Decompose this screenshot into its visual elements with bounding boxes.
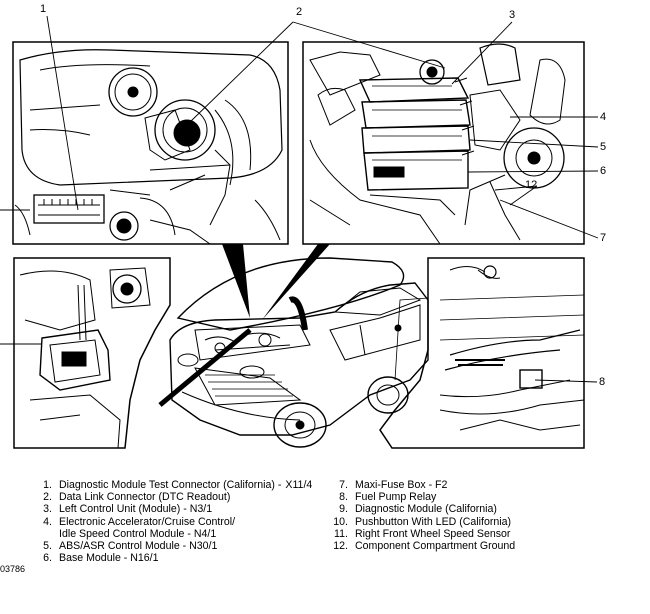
legend-number: 9.: [339, 503, 348, 516]
legend-label: Electronic Accelerator/Cruise Control/: [59, 515, 236, 528]
legend-item: 12. Component Compartment Ground: [326, 540, 515, 552]
detail-panel-fuel-pump-relay: [379, 257, 585, 449]
legend-label: Fuel Pump Relay: [355, 491, 437, 504]
legend-item: 11. Right Front Wheel Speed Sensor: [326, 528, 515, 540]
detail-panel-control-units: [302, 41, 585, 245]
pointer-wedges: [222, 244, 330, 320]
legend-item: 7. Maxi-Fuse Box - F2: [326, 479, 515, 491]
legend-number: [30, 528, 52, 540]
legend-label: Component Compartment Ground: [355, 540, 516, 553]
callout-2: 2: [296, 6, 303, 18]
callout-leaders: [0, 15, 599, 383]
callout-12: 12: [525, 179, 538, 191]
legend-item: 5. ABS/ASR Control Module - N30/1: [30, 540, 312, 552]
legend-label: Right Front Wheel Speed Sensor: [355, 527, 511, 540]
legend-label: Idle Speed Control Module - N4/1: [59, 527, 217, 540]
legend-item: 2. Data Link Connector (DTC Readout): [30, 491, 312, 503]
legend-label: Data Link Connector (DTC Readout): [59, 491, 231, 504]
legend-number: 11.: [334, 527, 348, 540]
legend-number: 3.: [43, 503, 52, 516]
legend-item: 8. Fuel Pump Relay: [326, 491, 515, 503]
legend-item: 6. Base Module - N16/1: [30, 552, 312, 564]
legend-item: 10. Pushbutton With LED (California): [326, 516, 515, 528]
legend-label: Diagnostic Module (California): [355, 503, 497, 516]
callout-6: 6: [600, 165, 607, 177]
legend-item: 4. Electronic Accelerator/Cruise Control…: [30, 516, 312, 528]
legend-number: 12.: [333, 540, 348, 553]
legend-item: 1. Diagnostic Module Test Connector (Cal…: [30, 479, 312, 491]
legend-label: Left Control Unit (Module) - N3/1: [59, 503, 213, 516]
callout-7: 7: [600, 232, 607, 244]
legend-item: Idle Speed Control Module - N4/1: [30, 528, 312, 540]
legend-number: 2.: [43, 491, 52, 504]
callout-3: 3: [509, 9, 516, 21]
legend-label: Diagnostic Module Test Connector (Califo…: [59, 479, 282, 491]
legend-left-column: 1. Diagnostic Module Test Connector (Cal…: [30, 479, 312, 564]
detail-panel-connectors: [12, 41, 289, 245]
legend-number: 4.: [43, 515, 52, 528]
legend-number: 10.: [333, 515, 348, 528]
legend-number: 5.: [43, 540, 52, 553]
figure-reference-number: 03786: [0, 564, 26, 574]
legend-label: Maxi-Fuse Box - F2: [355, 479, 448, 491]
legend-number: 8.: [339, 491, 348, 504]
legend-code: X11/4: [285, 479, 313, 491]
detail-panel-base-module: [13, 257, 171, 449]
legend-number: 6.: [43, 552, 52, 565]
vehicle-sketch: [158, 257, 429, 448]
legend-label: Base Module - N16/1: [59, 552, 159, 565]
legend-item: 9. Diagnostic Module (California): [326, 503, 515, 515]
callout-4: 4: [600, 111, 607, 123]
legend-number: 1.: [43, 479, 52, 491]
legend-right-column: 7. Maxi-Fuse Box - F2 8. Fuel Pump Relay…: [326, 479, 515, 552]
legend-label: Pushbutton With LED (California): [355, 515, 512, 528]
legend-number: 7.: [339, 479, 348, 491]
legend-label: ABS/ASR Control Module - N30/1: [59, 540, 218, 553]
legend-item: 3. Left Control Unit (Module) - N3/1: [30, 503, 312, 515]
callout-8: 8: [599, 376, 606, 388]
callout-1: 1: [40, 3, 47, 15]
callout-5: 5: [600, 141, 607, 153]
